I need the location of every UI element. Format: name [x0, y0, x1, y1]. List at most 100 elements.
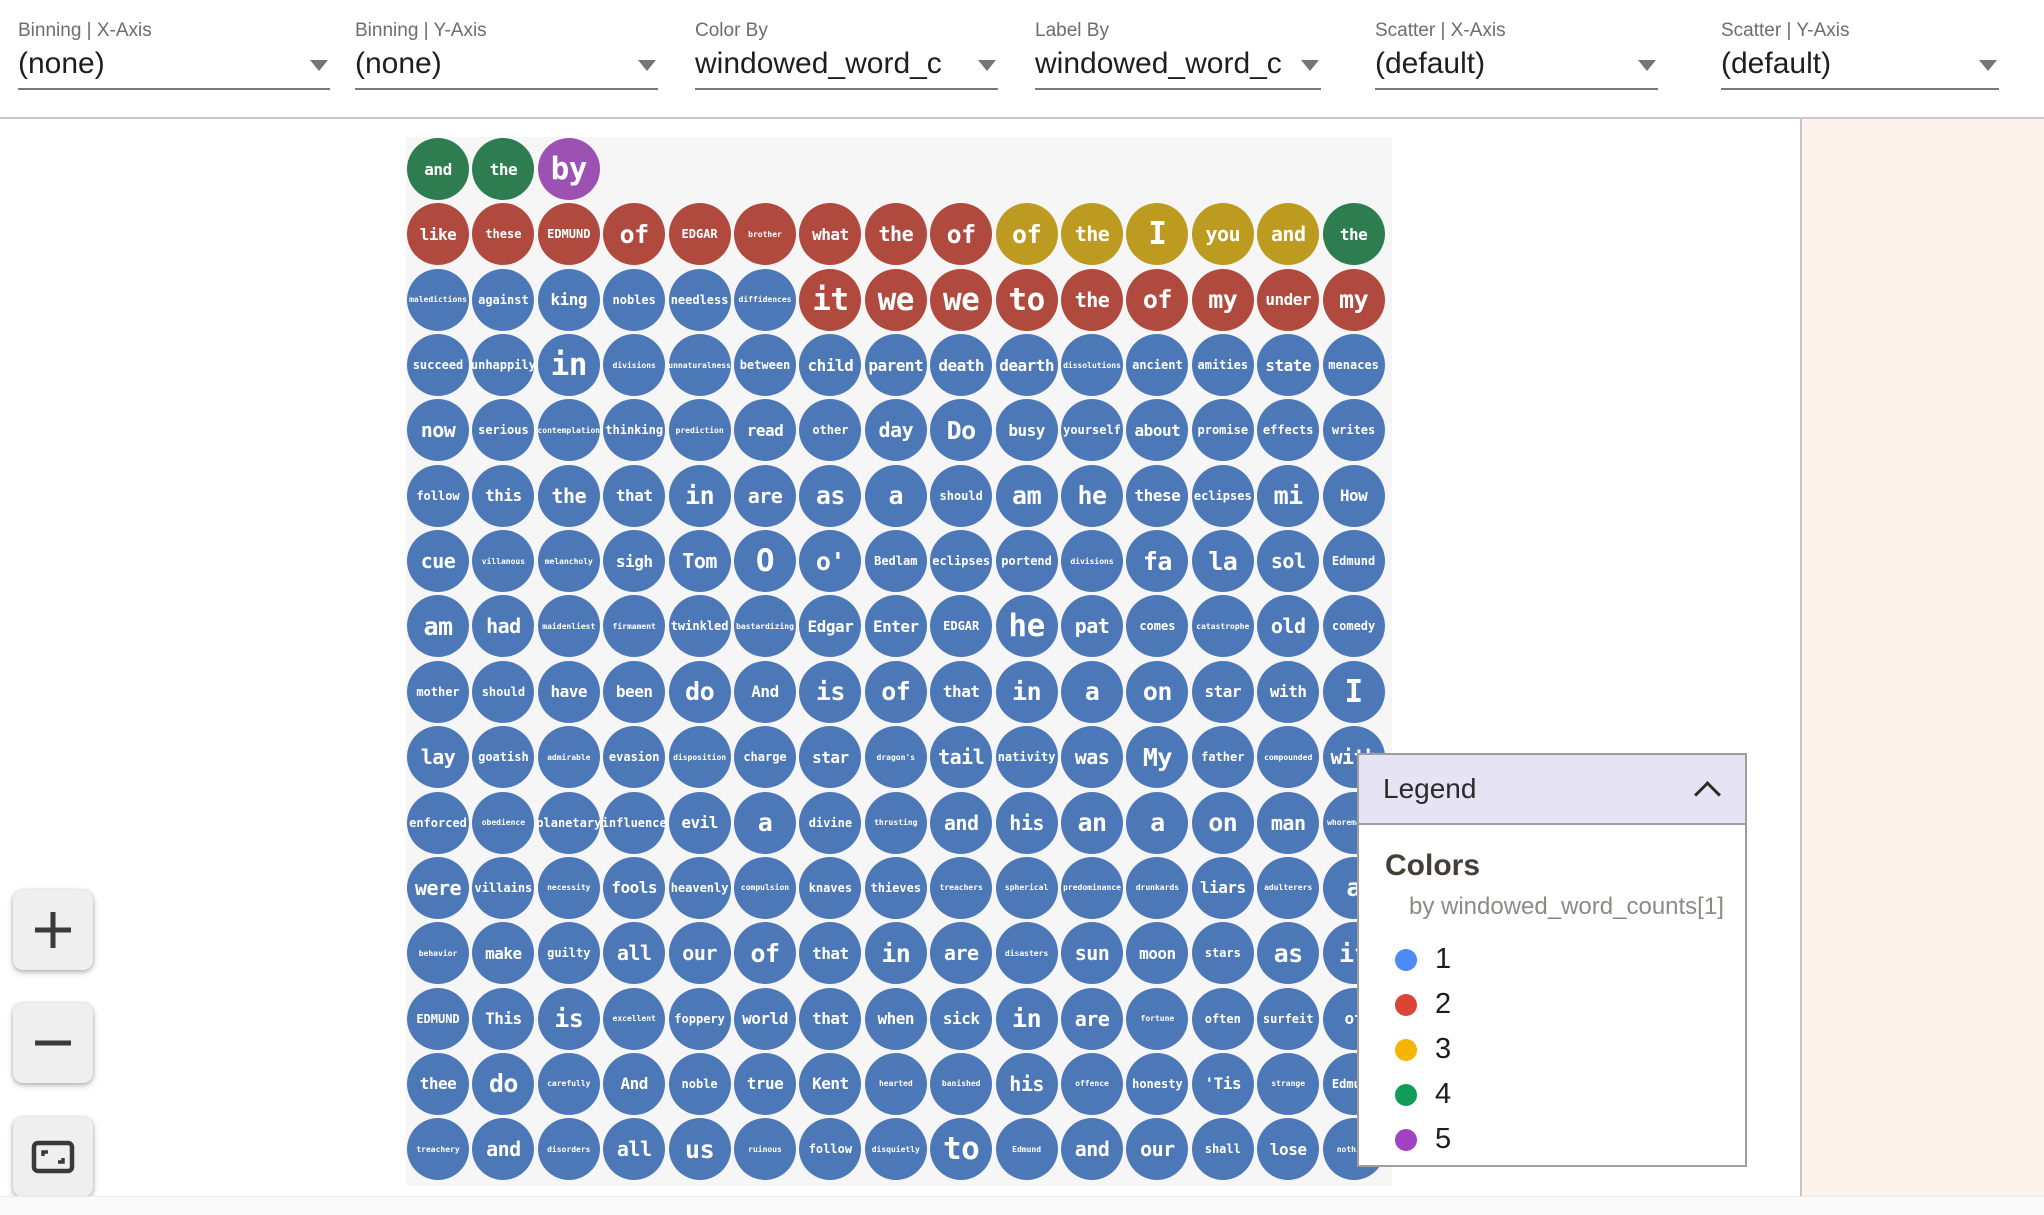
word-bubble[interactable]: EDGAR: [668, 203, 731, 266]
word-bubble[interactable]: brother: [734, 203, 796, 266]
chevron-down-icon[interactable]: [978, 60, 996, 71]
word-bubble[interactable]: were: [407, 856, 469, 919]
word-bubble[interactable]: true: [734, 1052, 796, 1115]
word-bubble[interactable]: surfeit: [1257, 987, 1320, 1050]
word-bubble[interactable]: that: [930, 660, 993, 723]
word-bubble[interactable]: unnaturalness: [668, 334, 731, 397]
word-bubble[interactable]: read: [734, 399, 796, 462]
word-bubble[interactable]: Bedlam: [864, 530, 927, 593]
word-bubble[interactable]: of: [603, 203, 666, 266]
zoom-in-button[interactable]: [13, 890, 93, 970]
word-bubble[interactable]: influence: [602, 791, 667, 854]
word-bubble[interactable]: do: [668, 660, 731, 723]
word-bubble[interactable]: had: [472, 595, 535, 658]
word-bubble[interactable]: divisions: [1061, 530, 1123, 593]
dropdown-value[interactable]: (default): [1375, 47, 1486, 80]
word-bubble[interactable]: And: [734, 660, 796, 723]
word-bubble[interactable]: pat: [1061, 595, 1123, 658]
word-bubble[interactable]: necessity: [537, 856, 600, 919]
word-bubble[interactable]: against: [472, 268, 535, 331]
word-bubble[interactable]: Enter: [864, 595, 927, 658]
word-bubble[interactable]: melancholy: [537, 530, 600, 593]
word-bubble[interactable]: death: [930, 334, 993, 397]
word-bubble[interactable]: offence: [1061, 1052, 1123, 1115]
word-bubble[interactable]: bastardizing: [734, 595, 796, 658]
word-bubble[interactable]: of: [930, 203, 993, 266]
dropdown-value[interactable]: windowed_word_c: [1035, 47, 1282, 80]
word-bubble[interactable]: la: [1191, 530, 1254, 593]
word-bubble[interactable]: should: [472, 660, 535, 723]
word-bubble[interactable]: effects: [1257, 399, 1320, 462]
word-bubble[interactable]: of: [995, 203, 1058, 266]
scatter-x-axis-dropdown[interactable]: Scatter | X-Axis (default): [1375, 0, 1658, 117]
word-bubble[interactable]: succeed: [407, 334, 469, 397]
word-bubble[interactable]: a: [864, 464, 927, 527]
word-bubble[interactable]: my: [1322, 268, 1385, 331]
word-bubble[interactable]: should: [930, 464, 993, 527]
word-bubble[interactable]: and: [407, 138, 469, 200]
word-bubble[interactable]: of: [734, 922, 796, 985]
word-bubble[interactable]: tail: [930, 726, 993, 789]
word-bubble[interactable]: divine: [799, 791, 862, 854]
word-bubble[interactable]: eclipses: [930, 530, 993, 593]
word-bubble[interactable]: portend: [995, 530, 1058, 593]
dropdown-value[interactable]: (none): [355, 47, 442, 80]
word-bubble[interactable]: planetary: [536, 791, 601, 854]
word-bubble[interactable]: that: [603, 464, 666, 527]
dropdown-value[interactable]: (none): [18, 47, 105, 80]
word-bubble[interactable]: and: [1061, 1118, 1123, 1181]
word-bubble[interactable]: an: [1061, 791, 1123, 854]
word-bubble[interactable]: foppery: [668, 987, 731, 1050]
word-bubble[interactable]: carefully: [537, 1052, 600, 1115]
word-bubble[interactable]: My: [1126, 726, 1189, 789]
word-bubble[interactable]: honesty: [1126, 1052, 1189, 1115]
word-bubble[interactable]: like: [407, 203, 469, 266]
word-bubble[interactable]: day: [864, 399, 927, 462]
word-bubble[interactable]: mother: [407, 660, 469, 723]
word-bubble[interactable]: with: [1257, 660, 1320, 723]
word-bubble[interactable]: Edgar: [799, 595, 862, 658]
word-bubble[interactable]: thieves: [864, 856, 927, 919]
word-bubble[interactable]: the: [1061, 268, 1123, 331]
word-bubble[interactable]: my: [1191, 268, 1254, 331]
word-bubble[interactable]: on: [1191, 791, 1254, 854]
word-bubble[interactable]: follow: [407, 464, 469, 527]
word-bubble[interactable]: dearth: [995, 334, 1058, 397]
word-bubble[interactable]: ruinous: [734, 1118, 796, 1181]
word-bubble[interactable]: on: [1126, 660, 1189, 723]
word-bubble[interactable]: do: [472, 1052, 535, 1115]
word-bubble[interactable]: our: [668, 922, 731, 985]
word-bubble[interactable]: sun: [1061, 922, 1123, 985]
word-bubble[interactable]: o': [799, 530, 862, 593]
word-bubble[interactable]: amities: [1191, 334, 1254, 397]
word-bubble[interactable]: EDMUND: [407, 987, 469, 1050]
word-bubble[interactable]: am: [995, 464, 1058, 527]
word-bubble[interactable]: in: [995, 660, 1058, 723]
word-bubble[interactable]: these: [1126, 464, 1189, 527]
binning-y-axis-dropdown[interactable]: Binning | Y-Axis (none): [355, 0, 658, 117]
word-bubble[interactable]: the: [864, 203, 927, 266]
word-bubble[interactable]: adulterers: [1257, 856, 1320, 919]
word-bubble[interactable]: mi: [1257, 464, 1320, 527]
word-bubble[interactable]: prediction: [668, 399, 731, 462]
word-bubble[interactable]: EDMUND: [537, 203, 600, 266]
chevron-down-icon[interactable]: [1979, 60, 1997, 71]
word-bubble[interactable]: writes: [1322, 399, 1385, 462]
word-bubble[interactable]: villanous: [472, 530, 535, 593]
word-bubble[interactable]: that: [799, 922, 862, 985]
word-bubble[interactable]: in: [995, 987, 1058, 1050]
word-bubble[interactable]: king: [537, 268, 600, 331]
word-bubble[interactable]: banished: [930, 1052, 993, 1115]
word-bubble[interactable]: under: [1257, 268, 1320, 331]
word-bubble[interactable]: world: [734, 987, 796, 1050]
word-bubble[interactable]: and: [1257, 203, 1320, 266]
word-bubble[interactable]: guilty: [537, 922, 600, 985]
word-bubble[interactable]: are: [930, 922, 993, 985]
word-bubble[interactable]: eclipses: [1191, 464, 1254, 527]
word-bubble[interactable]: and: [930, 791, 993, 854]
word-bubble[interactable]: compulsion: [734, 856, 796, 919]
word-bubble[interactable]: of: [864, 660, 927, 723]
word-bubble[interactable]: excellent: [603, 987, 666, 1050]
color-by-dropdown[interactable]: Color By windowed_word_c: [695, 0, 998, 117]
word-bubble[interactable]: is: [537, 987, 600, 1050]
